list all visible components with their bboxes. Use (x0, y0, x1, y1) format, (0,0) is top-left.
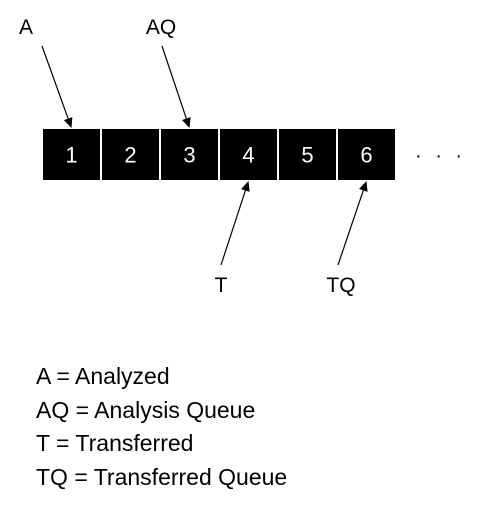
arrow-shaft (337, 190, 364, 266)
arrow-shaft (41, 45, 69, 119)
cell-label: 1 (65, 143, 77, 168)
arrow-head (182, 117, 191, 128)
arrow-head (359, 181, 368, 192)
arrow-shaft (220, 190, 246, 266)
arrow-tq (337, 181, 368, 266)
cell-3: 3 (161, 129, 218, 180)
cell-box (220, 129, 277, 180)
legend-entry: AQ = Analysis Queue (36, 396, 256, 423)
pointer-label-aq: AQ (146, 16, 176, 39)
cell-label: 6 (360, 143, 372, 168)
cell-label: 5 (301, 143, 313, 168)
continuation-ellipsis: · · · (415, 145, 466, 167)
cell-box (43, 129, 100, 180)
cell-4: 4 (220, 129, 277, 180)
legend-entry: T = Transferred (36, 430, 194, 456)
cell-array: 1 2 3 4 5 6 (43, 129, 395, 180)
legend-entry: TQ = Transferred Queue (36, 463, 288, 490)
cell-2: 2 (102, 129, 159, 180)
cell-label: 2 (124, 143, 136, 168)
cell-5: 5 (279, 129, 336, 180)
cell-box (161, 129, 218, 180)
cell-box (338, 129, 395, 180)
arrow-a (41, 45, 73, 128)
legend: A = Analyzed AQ = Analysis Queue T = Trans… (36, 360, 287, 494)
arrow-head (241, 181, 250, 192)
pointer-label-tq: TQ (326, 274, 355, 297)
pointer-labels: A AQ T TQ (19, 16, 356, 297)
pointer-label-t: T (215, 274, 228, 297)
pointer-label-a: A (19, 16, 33, 39)
arrow-shaft (161, 45, 187, 119)
legend-entry: A = Analyzed (36, 363, 170, 389)
cell-1: 1 (43, 129, 100, 180)
cell-label: 3 (183, 143, 195, 168)
cell-box (279, 129, 336, 180)
cell-6: 6 (338, 129, 395, 180)
arrow-head (63, 117, 73, 128)
cell-box (102, 129, 159, 180)
cell-label: 4 (242, 143, 254, 168)
arrow-aq (161, 45, 191, 128)
arrow-t (220, 181, 250, 266)
pointer-arrows (41, 45, 368, 266)
